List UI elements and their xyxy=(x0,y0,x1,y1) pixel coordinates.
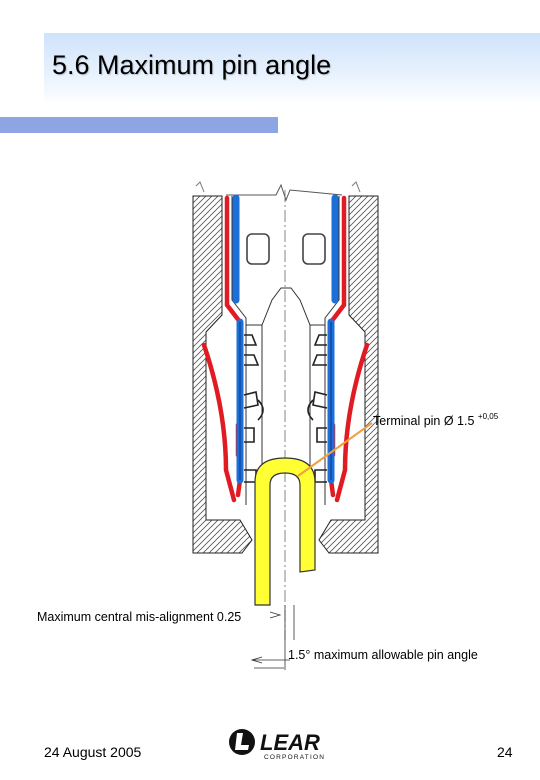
terminal-pin-label: Terminal pin Ø 1.5 +0,05 xyxy=(373,412,499,428)
logo-subtitle: CORPORATION xyxy=(264,754,325,761)
housing-left-wall xyxy=(192,195,253,554)
footer-date: 24 August 2005 xyxy=(44,744,142,760)
title-accent-bar xyxy=(0,117,278,133)
title-band xyxy=(44,33,540,105)
page-number: 24 xyxy=(497,744,513,760)
housing-right-wall xyxy=(318,195,379,554)
lear-logo: LEAR CORPORATION xyxy=(229,729,325,761)
misalignment-label: Maximum central mis-alignment 0.25 xyxy=(37,610,242,624)
terminal-pin xyxy=(254,457,316,606)
pin-angle-label: 1.5° maximum allowable pin angle xyxy=(288,648,478,662)
terminal-pin-tolerance: +0,05 xyxy=(477,412,499,421)
slide-title: 5.6 Maximum pin angle xyxy=(52,50,332,80)
logo-brand: LEAR xyxy=(260,730,320,755)
